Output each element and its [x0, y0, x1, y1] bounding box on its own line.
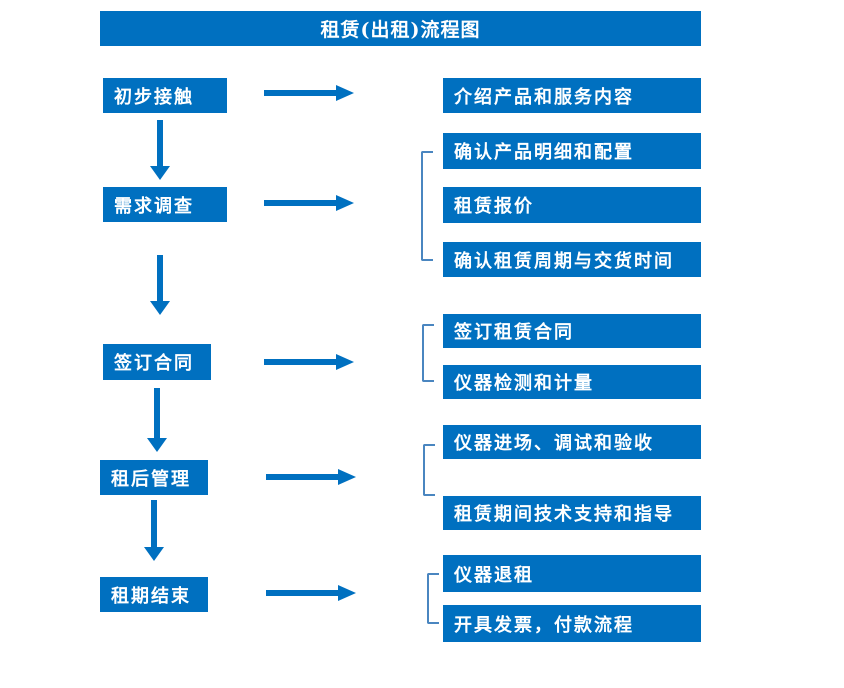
down-arrow-1	[150, 120, 170, 180]
flowchart-title: 租赁(出租)流程图	[100, 11, 701, 46]
detail-box-instrument-testing: 仪器检测和计量	[443, 365, 701, 399]
detail-box-instrument-setup-acceptance: 仪器进场、调试和验收	[443, 425, 701, 459]
down-arrow-2	[150, 255, 170, 315]
detail-box-rental-quote: 租赁报价	[443, 187, 701, 223]
down-arrow-3	[147, 388, 167, 452]
down-arrow-4	[144, 500, 164, 561]
bracket-post-rental-group	[423, 444, 435, 496]
detail-box-introduce-products: 介绍产品和服务内容	[443, 78, 701, 113]
stage-box-rental-end: 租期结束	[100, 577, 208, 612]
bracket-demand-survey-group	[421, 151, 433, 261]
detail-box-sign-rental-contract: 签订租赁合同	[443, 314, 701, 348]
stage-box-initial-contact: 初步接触	[103, 78, 227, 113]
right-arrow-demand-survey	[264, 195, 354, 211]
stage-box-sign-contract: 签订合同	[103, 344, 211, 380]
bracket-sign-contract-group	[422, 324, 434, 382]
stage-box-demand-survey: 需求调查	[103, 187, 227, 222]
detail-box-invoice-payment: 开具发票，付款流程	[443, 605, 701, 642]
right-arrow-post-rental	[266, 469, 356, 485]
detail-box-confirm-product-config: 确认产品明细和配置	[443, 133, 701, 169]
bracket-rental-end-group	[427, 573, 439, 624]
right-arrow-rental-end	[266, 585, 356, 601]
right-arrow-sign-contract	[264, 354, 354, 370]
stage-box-post-rental-management: 租后管理	[100, 460, 208, 495]
detail-box-confirm-period-delivery: 确认租赁周期与交货时间	[443, 242, 701, 277]
detail-box-tech-support: 租赁期间技术支持和指导	[443, 496, 701, 530]
detail-box-instrument-return: 仪器退租	[443, 555, 701, 592]
right-arrow-initial-contact	[264, 85, 354, 101]
